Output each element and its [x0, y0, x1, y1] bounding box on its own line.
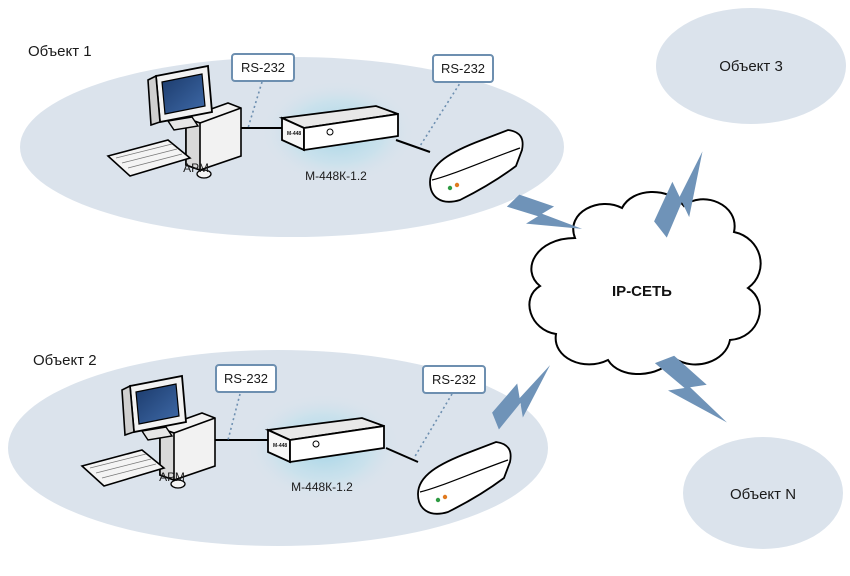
device-face-label: M-448 [287, 131, 301, 137]
rs232-badge-right-1: RS-232 [432, 54, 494, 83]
remote-object-n-label: Объект N [730, 486, 796, 503]
rs232-badge-left-2: RS-232 [215, 364, 277, 393]
rs232-label: RS-232 [441, 61, 485, 76]
device-label-2: М-448К-1.2 [291, 480, 353, 494]
device-label-1: М-448К-1.2 [305, 169, 367, 183]
ip-network-cloud: IP-СЕТЬ [528, 191, 762, 375]
rs232-badge-right-2: RS-232 [422, 365, 486, 394]
rs232-badge-left-1: RS-232 [231, 53, 295, 82]
rs232-label: RS-232 [241, 60, 285, 75]
site-2: Объект 2 RS-232 RS-232 АРМ M-448 М-448К-… [33, 352, 512, 515]
m448-device-2: M-448 [264, 417, 385, 464]
device-face-label: M-448 [273, 443, 287, 449]
site-2-title: Объект 2 [33, 352, 97, 369]
remote-object-3-label: Объект 3 [719, 58, 783, 75]
rs-pointer-left-1 [247, 81, 263, 129]
rs232-label: RS-232 [224, 371, 268, 386]
remote-object-3 [656, 8, 846, 124]
site-1-title: Объект 1 [28, 43, 92, 60]
rs232-label: RS-232 [432, 372, 476, 387]
cable-device-modem-1 [395, 139, 431, 153]
m448-device-1: M-448 [278, 105, 399, 152]
site-1: Объект 1 RS-232 RS-232 АРМ M-448 М-448К-… [28, 43, 524, 203]
cable-device-modem-2 [385, 447, 419, 463]
arm-label-1: АРМ [183, 161, 209, 175]
arm-label-2: АРМ [159, 470, 185, 484]
rs-pointer-right-1 [419, 79, 463, 147]
remote-object-n [683, 437, 843, 549]
ip-network-label: IP-СЕТЬ [612, 283, 672, 300]
